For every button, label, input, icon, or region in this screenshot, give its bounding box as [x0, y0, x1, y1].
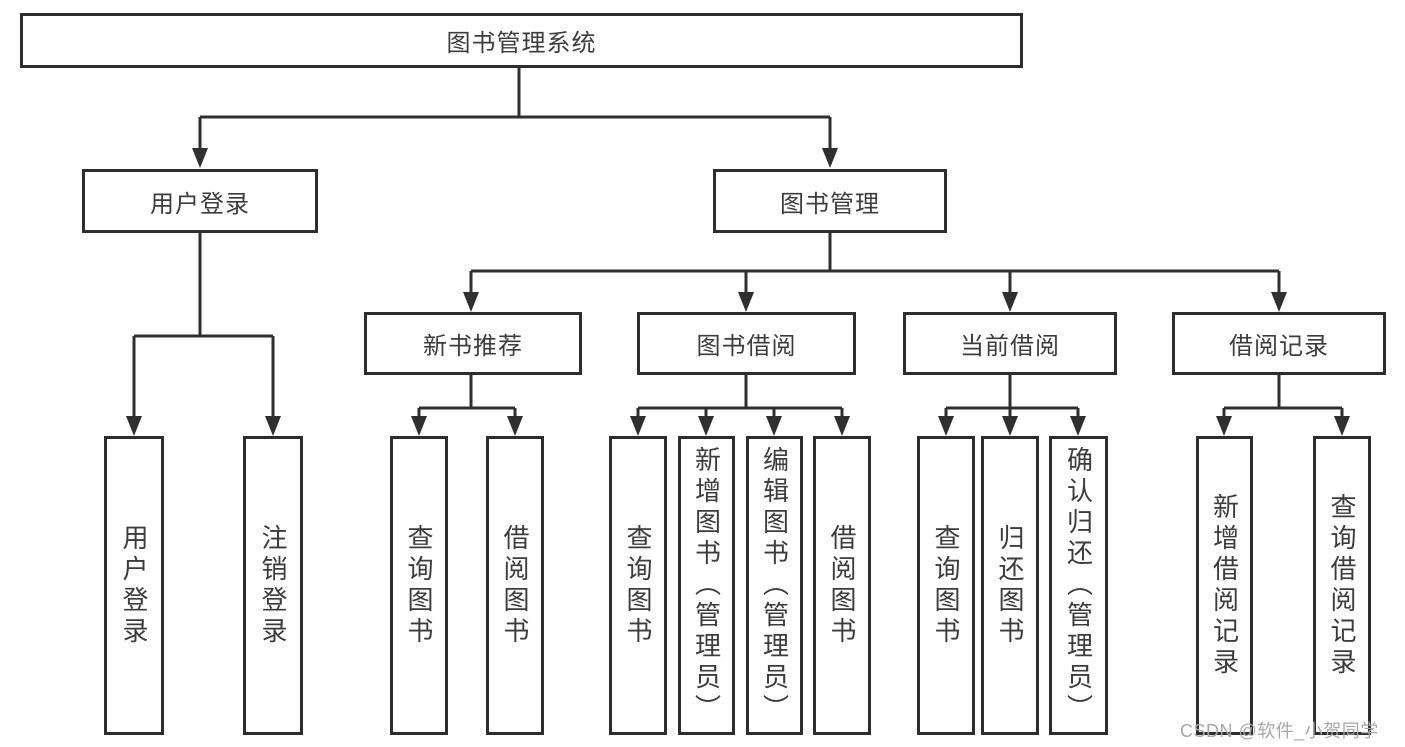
- connector-current-borrowing-to-leaves: [938, 375, 1086, 436]
- node-library-system: 图书管理系统: [20, 13, 1023, 68]
- node-add-books-admin: 新增图书（管理员）: [678, 436, 735, 735]
- node-borrow-books-leaf: 借阅图书: [813, 436, 871, 735]
- node-query-books-current-label: 查询图书: [931, 523, 961, 648]
- node-return-books-label: 归还图书: [995, 523, 1025, 648]
- node-add-borrow-record-label: 新增借阅记录: [1209, 492, 1240, 679]
- node-borrow-books-leaf-label: 借阅图书: [827, 523, 857, 648]
- node-query-books-borrowing-label: 查询图书: [623, 523, 653, 648]
- connector-book-management-to-level3: [463, 233, 1287, 312]
- node-current-borrowing-label: 当前借阅: [960, 333, 1060, 360]
- watermark: CSDN @软件_小贺同学: [1180, 721, 1379, 741]
- node-confirm-return-admin-label: 确认归还（管理员）: [1063, 446, 1094, 725]
- node-book-management-label: 图书管理: [780, 190, 880, 218]
- connector-user-login-to-leaves: [126, 233, 281, 436]
- node-query-books-borrowing: 查询图书: [609, 436, 667, 735]
- node-edit-books-admin-label: 编辑图书（管理员）: [759, 446, 790, 725]
- node-book-management: 图书管理: [713, 169, 947, 233]
- node-new-book-recommend: 新书推荐: [364, 312, 582, 375]
- node-borrow-books-recommend-label: 借阅图书: [500, 523, 530, 648]
- connector-book-borrowing-to-leaves: [630, 375, 850, 436]
- connector-new-book-recommend-to-leaves: [411, 375, 523, 436]
- node-new-book-recommend-label: 新书推荐: [423, 333, 523, 360]
- node-add-books-admin-label: 新增图书（管理员）: [691, 446, 722, 725]
- node-query-books-recommend-label: 查询图书: [404, 523, 434, 648]
- node-logout-leaf-label: 注销登录: [258, 523, 288, 648]
- node-query-borrow-record-label: 查询借阅记录: [1327, 492, 1357, 679]
- node-library-system-label: 图书管理系统: [446, 30, 597, 57]
- connector-borrowing-records-to-leaves: [1216, 375, 1350, 436]
- node-return-books: 归还图书: [981, 436, 1039, 735]
- node-borrowing-records-label: 借阅记录: [1229, 333, 1329, 360]
- node-query-books-current: 查询图书: [917, 436, 975, 735]
- node-user-login-leaf: 用户登录: [104, 436, 164, 735]
- node-query-books-recommend: 查询图书: [390, 436, 448, 735]
- node-current-borrowing: 当前借阅: [903, 312, 1117, 375]
- node-query-borrow-record: 查询借阅记录: [1313, 436, 1371, 735]
- node-user-login-label: 用户登录: [150, 190, 250, 218]
- node-confirm-return-admin: 确认归还（管理员）: [1049, 436, 1108, 735]
- node-logout-leaf: 注销登录: [243, 436, 303, 735]
- connector-root-to-level2: [192, 68, 838, 168]
- node-borrow-books-recommend: 借阅图书: [486, 436, 544, 735]
- node-edit-books-admin: 编辑图书（管理员）: [746, 436, 803, 735]
- node-user-login-leaf-label: 用户登录: [119, 523, 149, 648]
- node-add-borrow-record: 新增借阅记录: [1196, 436, 1253, 735]
- node-borrowing-records: 借阅记录: [1172, 312, 1386, 375]
- node-book-borrowing: 图书借阅: [637, 312, 856, 375]
- node-book-borrowing-label: 图书借阅: [696, 333, 797, 360]
- node-user-login: 用户登录: [82, 169, 318, 233]
